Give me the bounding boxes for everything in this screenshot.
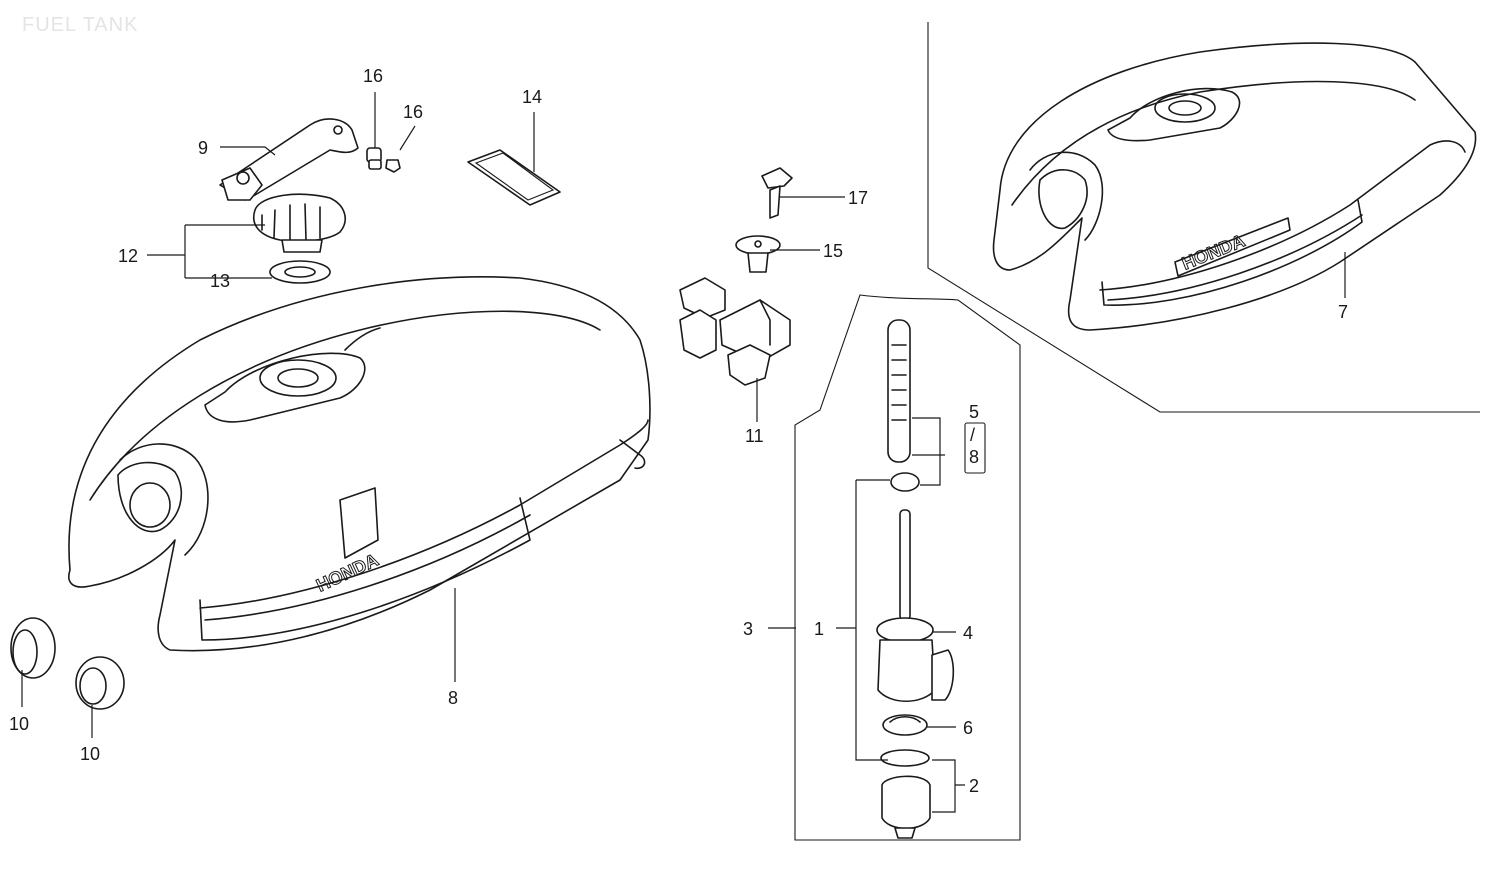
callout-slash: / bbox=[970, 425, 975, 445]
part-17-bolt bbox=[761, 167, 793, 219]
part-1-petcock bbox=[876, 509, 955, 736]
part-16-nuts bbox=[366, 147, 401, 173]
callout-5: 5 bbox=[969, 402, 979, 422]
callout-10a: 10 bbox=[9, 714, 29, 734]
callout-13: 13 bbox=[210, 271, 230, 291]
callout-5-8-box bbox=[964, 422, 986, 474]
inset-frame bbox=[927, 22, 1480, 413]
callout-2: 2 bbox=[969, 776, 979, 796]
callout-4: 4 bbox=[963, 623, 973, 643]
callout-8: 8 bbox=[448, 688, 458, 708]
callout-15: 15 bbox=[823, 241, 843, 261]
fuel-tank-inset: HONDA bbox=[992, 42, 1477, 331]
part-13-gasket bbox=[269, 260, 331, 284]
part-10-cushion-left bbox=[10, 617, 56, 679]
callout-12: 12 bbox=[118, 246, 138, 266]
part-2-sediment-cup bbox=[880, 749, 931, 839]
part-10-cushion-right bbox=[75, 656, 125, 710]
part-12-filler-cap bbox=[253, 193, 346, 253]
diagram-title: FUEL TANK bbox=[22, 14, 139, 36]
callout-1: 1 bbox=[814, 619, 824, 639]
part-5-strainer bbox=[887, 319, 920, 492]
part-11-rubber-mount bbox=[679, 277, 791, 386]
callout-11: 11 bbox=[745, 426, 764, 446]
callout-9: 9 bbox=[198, 138, 208, 158]
callout-14: 14 bbox=[522, 87, 542, 107]
callout-3: 3 bbox=[743, 619, 753, 639]
callout-16a: 16 bbox=[363, 66, 383, 86]
fuel-tank-main: HONDA bbox=[68, 276, 651, 652]
callout-numbers: 9 12 13 16 16 14 17 15 11 7 8 10 10 5 / … bbox=[9, 66, 1348, 796]
callout-17: 17 bbox=[848, 188, 868, 208]
callout-16b: 16 bbox=[403, 102, 423, 122]
callout-6: 6 bbox=[963, 718, 973, 738]
part-14-label bbox=[467, 149, 561, 206]
part-15-washer bbox=[735, 235, 781, 273]
part-9-cap-bracket bbox=[219, 118, 359, 201]
callout-10b: 10 bbox=[80, 744, 100, 764]
leader-lines bbox=[21, 92, 1346, 813]
petcock-group-outline bbox=[794, 294, 1021, 841]
callout-7: 7 bbox=[1338, 302, 1348, 322]
callout-8-inset: 8 bbox=[969, 447, 979, 467]
